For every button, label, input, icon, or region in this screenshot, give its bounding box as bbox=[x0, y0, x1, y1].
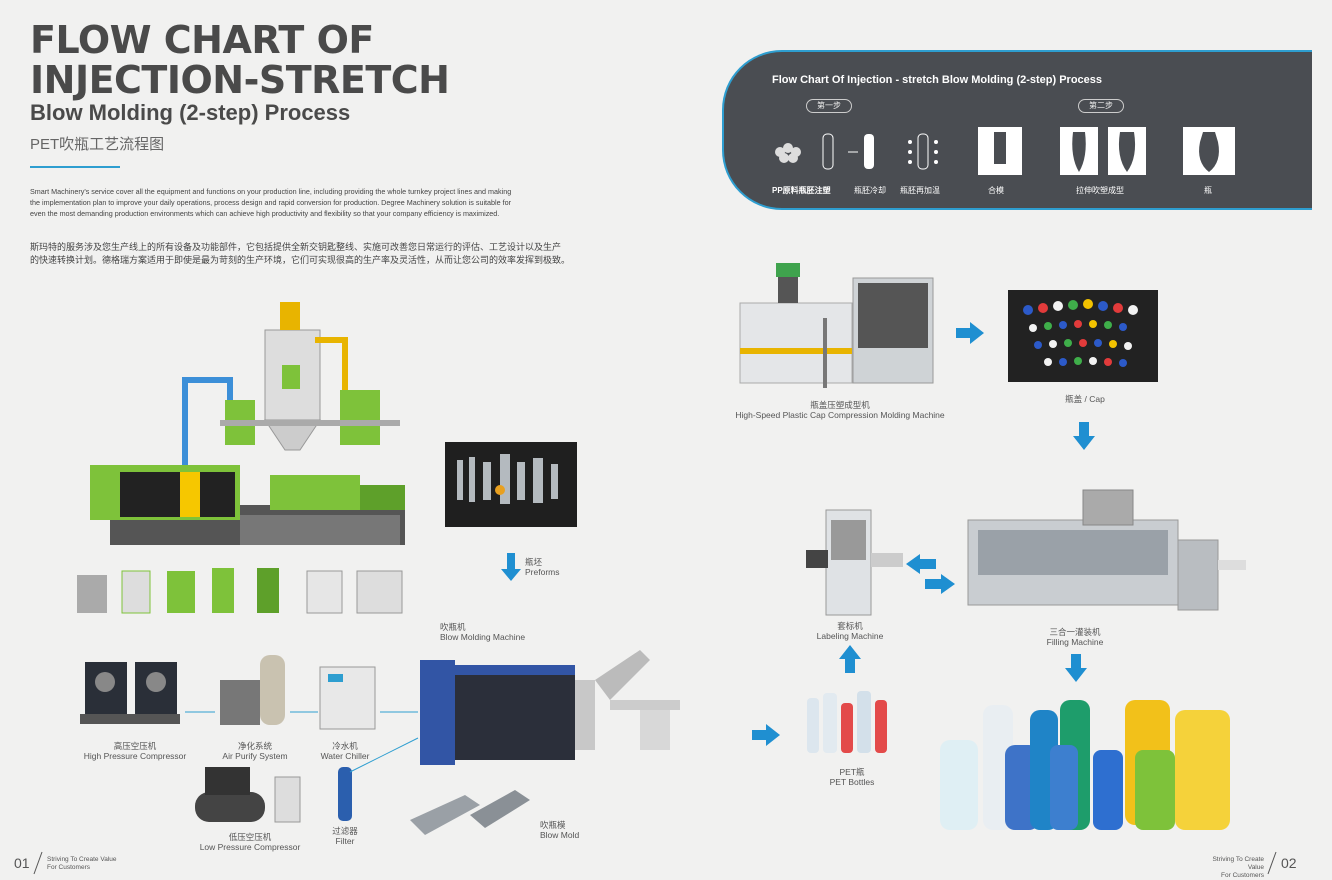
cap-machine-cn: 瓶盖压塑成型机 bbox=[810, 400, 870, 410]
step-label-2: 瓶胚再加温 bbox=[900, 186, 940, 195]
arrow-right-icon bbox=[752, 724, 780, 746]
arrow-up-icon bbox=[839, 645, 861, 673]
blow-molding-machine-image bbox=[420, 650, 680, 765]
title-cn: PET吹瓶工艺流程图 bbox=[30, 136, 165, 153]
auxiliary-equipment-image bbox=[77, 568, 403, 614]
filter-cn: 过滤器 bbox=[332, 826, 358, 836]
page-divider-icon bbox=[33, 851, 43, 875]
intro-en-line: even the most demanding production envir… bbox=[30, 209, 500, 218]
intro-cn: 斯玛特的服务涉及您生产线上的所有设备及功能部件，它包括提供全新交钥匙整线、实施可… bbox=[30, 241, 590, 267]
lpc-en: Low Pressure Compressor bbox=[199, 842, 301, 852]
labeling-machine-label: 套标机 Labeling Machine bbox=[810, 621, 890, 641]
filter-en: Filter bbox=[335, 836, 355, 846]
aps-en: Air Purify System bbox=[222, 751, 288, 761]
page-divider-icon bbox=[1267, 851, 1277, 875]
blow-machine-label: 吹瓶机 Blow Molding Machine bbox=[440, 622, 525, 642]
blow-machine-en: Blow Molding Machine bbox=[440, 632, 526, 642]
chiller-label: 冷水机 Water Chiller bbox=[310, 741, 380, 761]
cap-machine-en: High-Speed Plastic Cap Compression Moldi… bbox=[735, 410, 945, 420]
cap-compression-machine-image bbox=[739, 263, 934, 388]
arrow-right-icon bbox=[925, 574, 955, 594]
air-purify-system-image bbox=[220, 655, 285, 725]
pet-bottles-cn: PET瓶 bbox=[839, 767, 865, 777]
arrow-right-icon bbox=[956, 322, 984, 344]
hpc-label: 高压空压机 High Pressure Compressor bbox=[80, 741, 190, 761]
cap-machine-label: 瓶盖压塑成型机 High-Speed Plastic Cap Compressi… bbox=[730, 400, 950, 420]
blow-mold-en: Blow Mold bbox=[540, 830, 580, 840]
labeling-machine-en: Labeling Machine bbox=[816, 631, 884, 641]
title-line3: Blow Molding (2-step) Process bbox=[30, 100, 351, 125]
step1-pill: 第一步 bbox=[806, 99, 852, 113]
arrow-down-icon bbox=[1073, 422, 1095, 450]
blow-mold-image bbox=[410, 790, 530, 835]
step-label-5: 瓶 bbox=[1204, 186, 1212, 195]
pet-bottles-en: PET Bottles bbox=[829, 777, 875, 787]
cap-label: 瓶盖 / Cap bbox=[1065, 394, 1105, 404]
lpc-label: 低压空压机 Low Pressure Compressor bbox=[195, 832, 305, 852]
step-label-4: 拉伸吹塑成型 bbox=[1076, 186, 1124, 195]
left-footer-line2: For Customers bbox=[47, 864, 90, 871]
hpc-cn: 高压空压机 bbox=[113, 741, 157, 751]
process-panel-title: Flow Chart Of Injection - stretch Blow M… bbox=[772, 74, 1103, 86]
right-footer-text: Striving To Create Value For Customers bbox=[1196, 856, 1264, 880]
title-line1: FLOW CHART OF bbox=[30, 18, 374, 62]
blow-mold-label: 吹瓶模 Blow Mold bbox=[540, 820, 579, 840]
step-label-0: PP原料瓶胚注塑 bbox=[772, 186, 831, 195]
step-label-1: 瓶胚冷却 bbox=[854, 186, 886, 195]
aps-label: 净化系统 Air Purify System bbox=[205, 741, 305, 761]
intro-en-line: Smart Machinery's service cover all the … bbox=[30, 187, 512, 196]
step-label-3: 合模 bbox=[988, 186, 1004, 195]
intro-cn-line: 的快速转换计划。德格瑞方案适用于即使是最为苛刻的生产环境，它们可实现很高的生产率… bbox=[30, 255, 571, 265]
pet-bottles-label: PET瓶 PET Bottles bbox=[812, 767, 892, 787]
arrow-down-icon bbox=[501, 553, 521, 581]
water-chiller-image bbox=[319, 666, 376, 730]
title-rule bbox=[30, 166, 120, 168]
lpc-cn: 低压空压机 bbox=[228, 832, 272, 842]
filter-image bbox=[338, 767, 352, 821]
filling-machine-image bbox=[967, 489, 1246, 611]
right-page-number: 02 bbox=[1281, 855, 1297, 871]
pet-bottles-image bbox=[807, 691, 887, 753]
preforms-cn: 瓶坯 bbox=[525, 557, 543, 567]
arrow-left-icon bbox=[906, 554, 936, 574]
finished-bottles-image bbox=[940, 700, 1230, 830]
process-panel: Flow Chart Of Injection - stretch Blow M… bbox=[722, 50, 1312, 210]
right-footer-line1: Striving To Create Value bbox=[1212, 856, 1264, 871]
blow-mold-cn: 吹瓶模 bbox=[540, 820, 566, 830]
arrow-down-icon bbox=[1065, 654, 1087, 682]
filling-machine-cn: 三合一灌装机 bbox=[1049, 627, 1101, 637]
left-page-number: 01 bbox=[14, 855, 30, 871]
labeling-machine-cn: 套标机 bbox=[837, 621, 863, 631]
preforms-image bbox=[445, 442, 577, 527]
step2-pill: 第二步 bbox=[1078, 99, 1124, 113]
left-footer-line1: Striving To Create Value bbox=[47, 856, 117, 863]
right-footer-line2: For Customers bbox=[1221, 872, 1264, 879]
left-footer-text: Striving To Create Value For Customers bbox=[47, 856, 117, 872]
preforms-label: 瓶坯 Preforms bbox=[525, 557, 559, 577]
hpc-en: High Pressure Compressor bbox=[83, 751, 187, 761]
filling-machine-label: 三合一灌装机 Filling Machine bbox=[1035, 627, 1115, 647]
intro-cn-line: 斯玛特的服务涉及您生产线上的所有设备及功能部件，它包括提供全新交钥匙整线、实施可… bbox=[30, 242, 562, 252]
preforms-en: Preforms bbox=[525, 567, 560, 577]
low-pressure-compressor-image bbox=[195, 767, 301, 823]
chiller-cn: 冷水机 bbox=[332, 741, 358, 751]
process-steps-icons bbox=[775, 127, 1235, 175]
injection-molding-machine-image bbox=[90, 302, 405, 545]
labeling-machine-image bbox=[806, 509, 903, 616]
intro-en: Smart Machinery's service cover all the … bbox=[30, 186, 590, 219]
chiller-en: Water Chiller bbox=[320, 751, 370, 761]
title-line2: INJECTION-STRETCH bbox=[30, 58, 450, 102]
high-pressure-compressor-image bbox=[80, 662, 180, 724]
intro-en-line: the implementation plan to improve your … bbox=[30, 198, 512, 207]
connector-lines bbox=[185, 711, 419, 773]
caps-image bbox=[1008, 290, 1158, 382]
filling-machine-en: Filling Machine bbox=[1046, 637, 1104, 647]
filter-label: 过滤器 Filter bbox=[320, 826, 370, 846]
blow-machine-cn: 吹瓶机 bbox=[440, 622, 466, 632]
aps-cn: 净化系统 bbox=[237, 741, 272, 751]
